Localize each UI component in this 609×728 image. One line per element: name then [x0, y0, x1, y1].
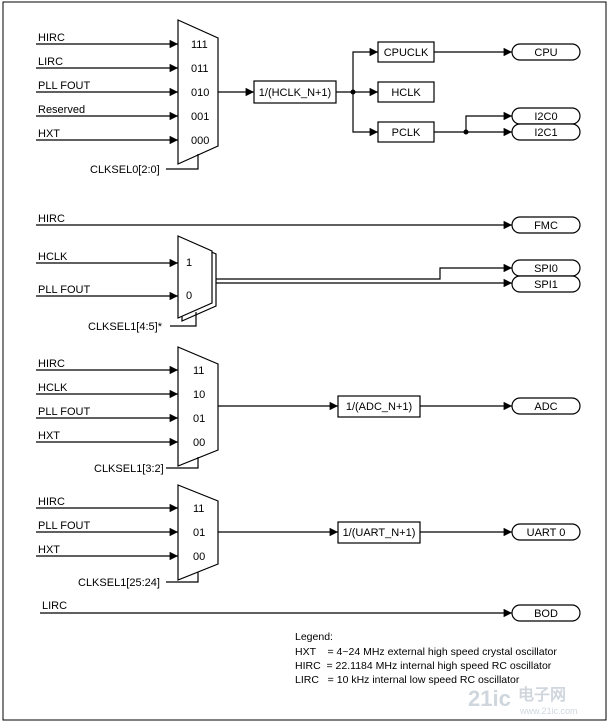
- fmc-output-label: FMC: [534, 220, 558, 232]
- watermark-site: 电子网: [518, 685, 566, 704]
- watermark-logo: 21ic: [468, 686, 511, 711]
- mux0-input-reserved: Reserved: [38, 104, 85, 116]
- mux2-code-00: 00: [193, 437, 205, 449]
- mux0-input-hirc: HIRC: [38, 32, 65, 44]
- mux2-code-10: 10: [193, 389, 205, 401]
- mux2-input-hxt: HXT: [38, 430, 60, 442]
- mux0-select-label: CLKSEL0[2:0]: [90, 164, 160, 176]
- bod-input-lirc: LIRC: [42, 600, 67, 612]
- mux0-code-001: 001: [191, 111, 209, 123]
- uart0-output-label: UART 0: [527, 527, 566, 539]
- bod-output-pill: [511, 604, 581, 622]
- mux0-code-111: 111: [191, 39, 208, 51]
- mux0-input-hxt: HXT: [38, 128, 60, 140]
- mux2-input-hclk: HCLK: [38, 382, 68, 394]
- mux3-input-hxt: HXT: [38, 544, 60, 556]
- spi-section: HCLK PLL FOUT 1 0 CLKSEL1[4:5]* SPI0 SPI…: [36, 235, 581, 333]
- mux0-input-lirc: LIRC: [38, 56, 63, 68]
- mux3-select-label: CLKSEL1[25:24]: [78, 577, 160, 589]
- adc-divider-label: 1/(ADC_N+1): [346, 401, 412, 413]
- legend-line-hxt: HXT = 4~24 MHz external high speed cryst…: [295, 646, 557, 658]
- cpu-output-label: CPU: [534, 47, 557, 59]
- mux2-input-hirc: HIRC: [38, 358, 65, 370]
- mux3-shape: [177, 484, 219, 581]
- mux1-code-1: 1: [186, 257, 192, 269]
- mux0-code-011: 011: [191, 63, 209, 75]
- legend-title: Legend:: [295, 631, 333, 643]
- bod-section: LIRC BOD: [40, 600, 581, 622]
- uart0-output-pill: [511, 523, 581, 541]
- mux1-input-pll-fout: PLL FOUT: [38, 284, 90, 296]
- legend-line-lirc: LIRC = 10 kHz internal low speed RC osci…: [295, 674, 520, 686]
- mux1-select-label: CLKSEL1[4:5]*: [88, 321, 163, 333]
- adc-section: HIRC HCLK PLL FOUT HXT 11 10 01 00 CLKSE…: [36, 346, 581, 475]
- mux2-input-pll-fout: PLL FOUT: [38, 406, 90, 418]
- mux3-input-pll-fout: PLL FOUT: [38, 520, 90, 532]
- hclk-divider-label: 1/(HCLK_N+1): [259, 87, 331, 99]
- mux1-input-hclk: HCLK: [38, 251, 68, 263]
- mux2-select-label: CLKSEL1[3:2]: [94, 463, 164, 475]
- legend-line-hirc: HIRC = 22.1184 MHz internal high speed R…: [295, 660, 552, 672]
- cpuclk-label: CPUCLK: [384, 47, 429, 59]
- watermark: 21ic 电子网 www.21ic.com: [468, 685, 578, 716]
- uart-section: HIRC PLL FOUT HXT 11 01 00 CLKSEL1[25:24…: [36, 484, 581, 589]
- mux0-code-010: 010: [191, 87, 209, 99]
- mux3-code-11: 11: [193, 503, 204, 515]
- fmc-section: HIRC FMC: [36, 213, 581, 234]
- mux0-code-000: 000: [191, 135, 209, 147]
- i2c1-output-pill: [511, 123, 581, 141]
- mux2-shape: [177, 346, 219, 467]
- i2c1-output-label: I2C1: [534, 127, 557, 139]
- i2c0-output-label: I2C0: [534, 111, 557, 123]
- fmc-output-pill: [511, 216, 581, 234]
- mux1-code-0: 0: [186, 290, 192, 302]
- pclk-label: PCLK: [392, 127, 421, 139]
- fmc-input-hirc: HIRC: [38, 213, 65, 225]
- mux3-input-hirc: HIRC: [38, 496, 65, 508]
- mux3-code-01: 01: [193, 527, 205, 539]
- mux3-code-00: 00: [193, 551, 205, 563]
- adc-output-pill: [511, 397, 581, 415]
- mux2-code-01: 01: [193, 413, 205, 425]
- bod-output-label: BOD: [534, 608, 558, 620]
- spi1-output-label: SPI1: [534, 279, 558, 291]
- hclk-section: HIRC LIRC PLL FOUT Reserved HXT 111 011 …: [36, 19, 581, 176]
- hclk-label: HCLK: [391, 87, 421, 99]
- spi0-output-label: SPI0: [534, 263, 558, 275]
- cpu-output-pill: [511, 43, 581, 61]
- mux2-code-11: 11: [193, 365, 204, 377]
- mux0-shape: [177, 19, 219, 165]
- hclk-box: [377, 81, 435, 103]
- spi1-output-pill: [511, 275, 581, 293]
- mux1-shape: [177, 235, 213, 319]
- uart-divider-label: 1/(UART_N+1): [343, 527, 416, 539]
- adc-output-label: ADC: [534, 401, 557, 413]
- legend: Legend: HXT = 4~24 MHz external high spe…: [295, 631, 557, 686]
- mux0-input-pll-fout: PLL FOUT: [38, 80, 90, 92]
- watermark-url: www.21ic.com: [519, 706, 578, 716]
